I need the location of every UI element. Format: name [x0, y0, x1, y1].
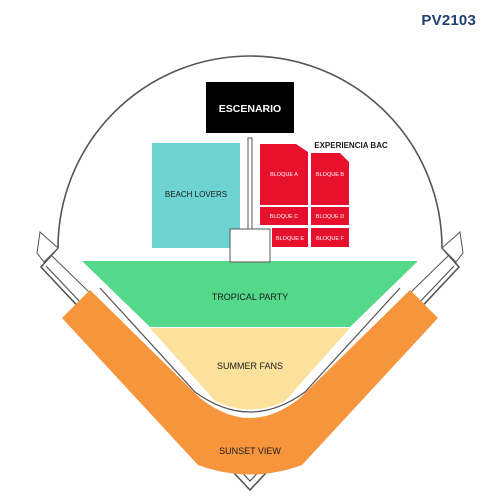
section-bloque-a[interactable] [260, 144, 308, 205]
label-tropical-party: TROPICAL PARTY [212, 292, 288, 302]
catwalk [247, 137, 253, 231]
event-code: PV2103 [421, 12, 476, 29]
section-sunset-view[interactable] [62, 290, 438, 475]
section-bloque-e[interactable] [272, 228, 308, 247]
label-bloque-b: BLOQUE B [316, 172, 344, 178]
stage [206, 82, 294, 133]
side-marker-left [36, 231, 59, 263]
label-beach-lovers: BEACH LOVERS [165, 190, 227, 199]
label-bloque-d: BLOQUE D [316, 214, 344, 220]
control-booth [229, 228, 271, 263]
section-beach-lovers[interactable] [152, 143, 240, 248]
section-bloque-c[interactable] [260, 207, 308, 225]
section-bloque-d[interactable] [311, 207, 349, 225]
label-bloque-a: BLOQUE A [270, 172, 298, 178]
label-sunset-view: SUNSET VIEW [219, 446, 281, 456]
label-experiencia-bac: EXPERIENCIA BAC [314, 141, 388, 150]
section-summer-fans[interactable] [150, 328, 350, 410]
label-bloque-c: BLOQUE C [270, 214, 298, 220]
inner-field-outline [99, 287, 401, 413]
section-bloque-f[interactable] [311, 228, 349, 247]
label-bloque-e: BLOQUE E [276, 236, 304, 242]
side-marker-right [441, 231, 464, 263]
label-summer-fans: SUMMER FANS [217, 361, 283, 371]
stage-label: ESCENARIO [219, 103, 281, 115]
section-tropical-party[interactable] [82, 261, 418, 327]
label-bloque-f: BLOQUE F [316, 236, 344, 242]
section-bloque-b[interactable] [311, 153, 349, 205]
